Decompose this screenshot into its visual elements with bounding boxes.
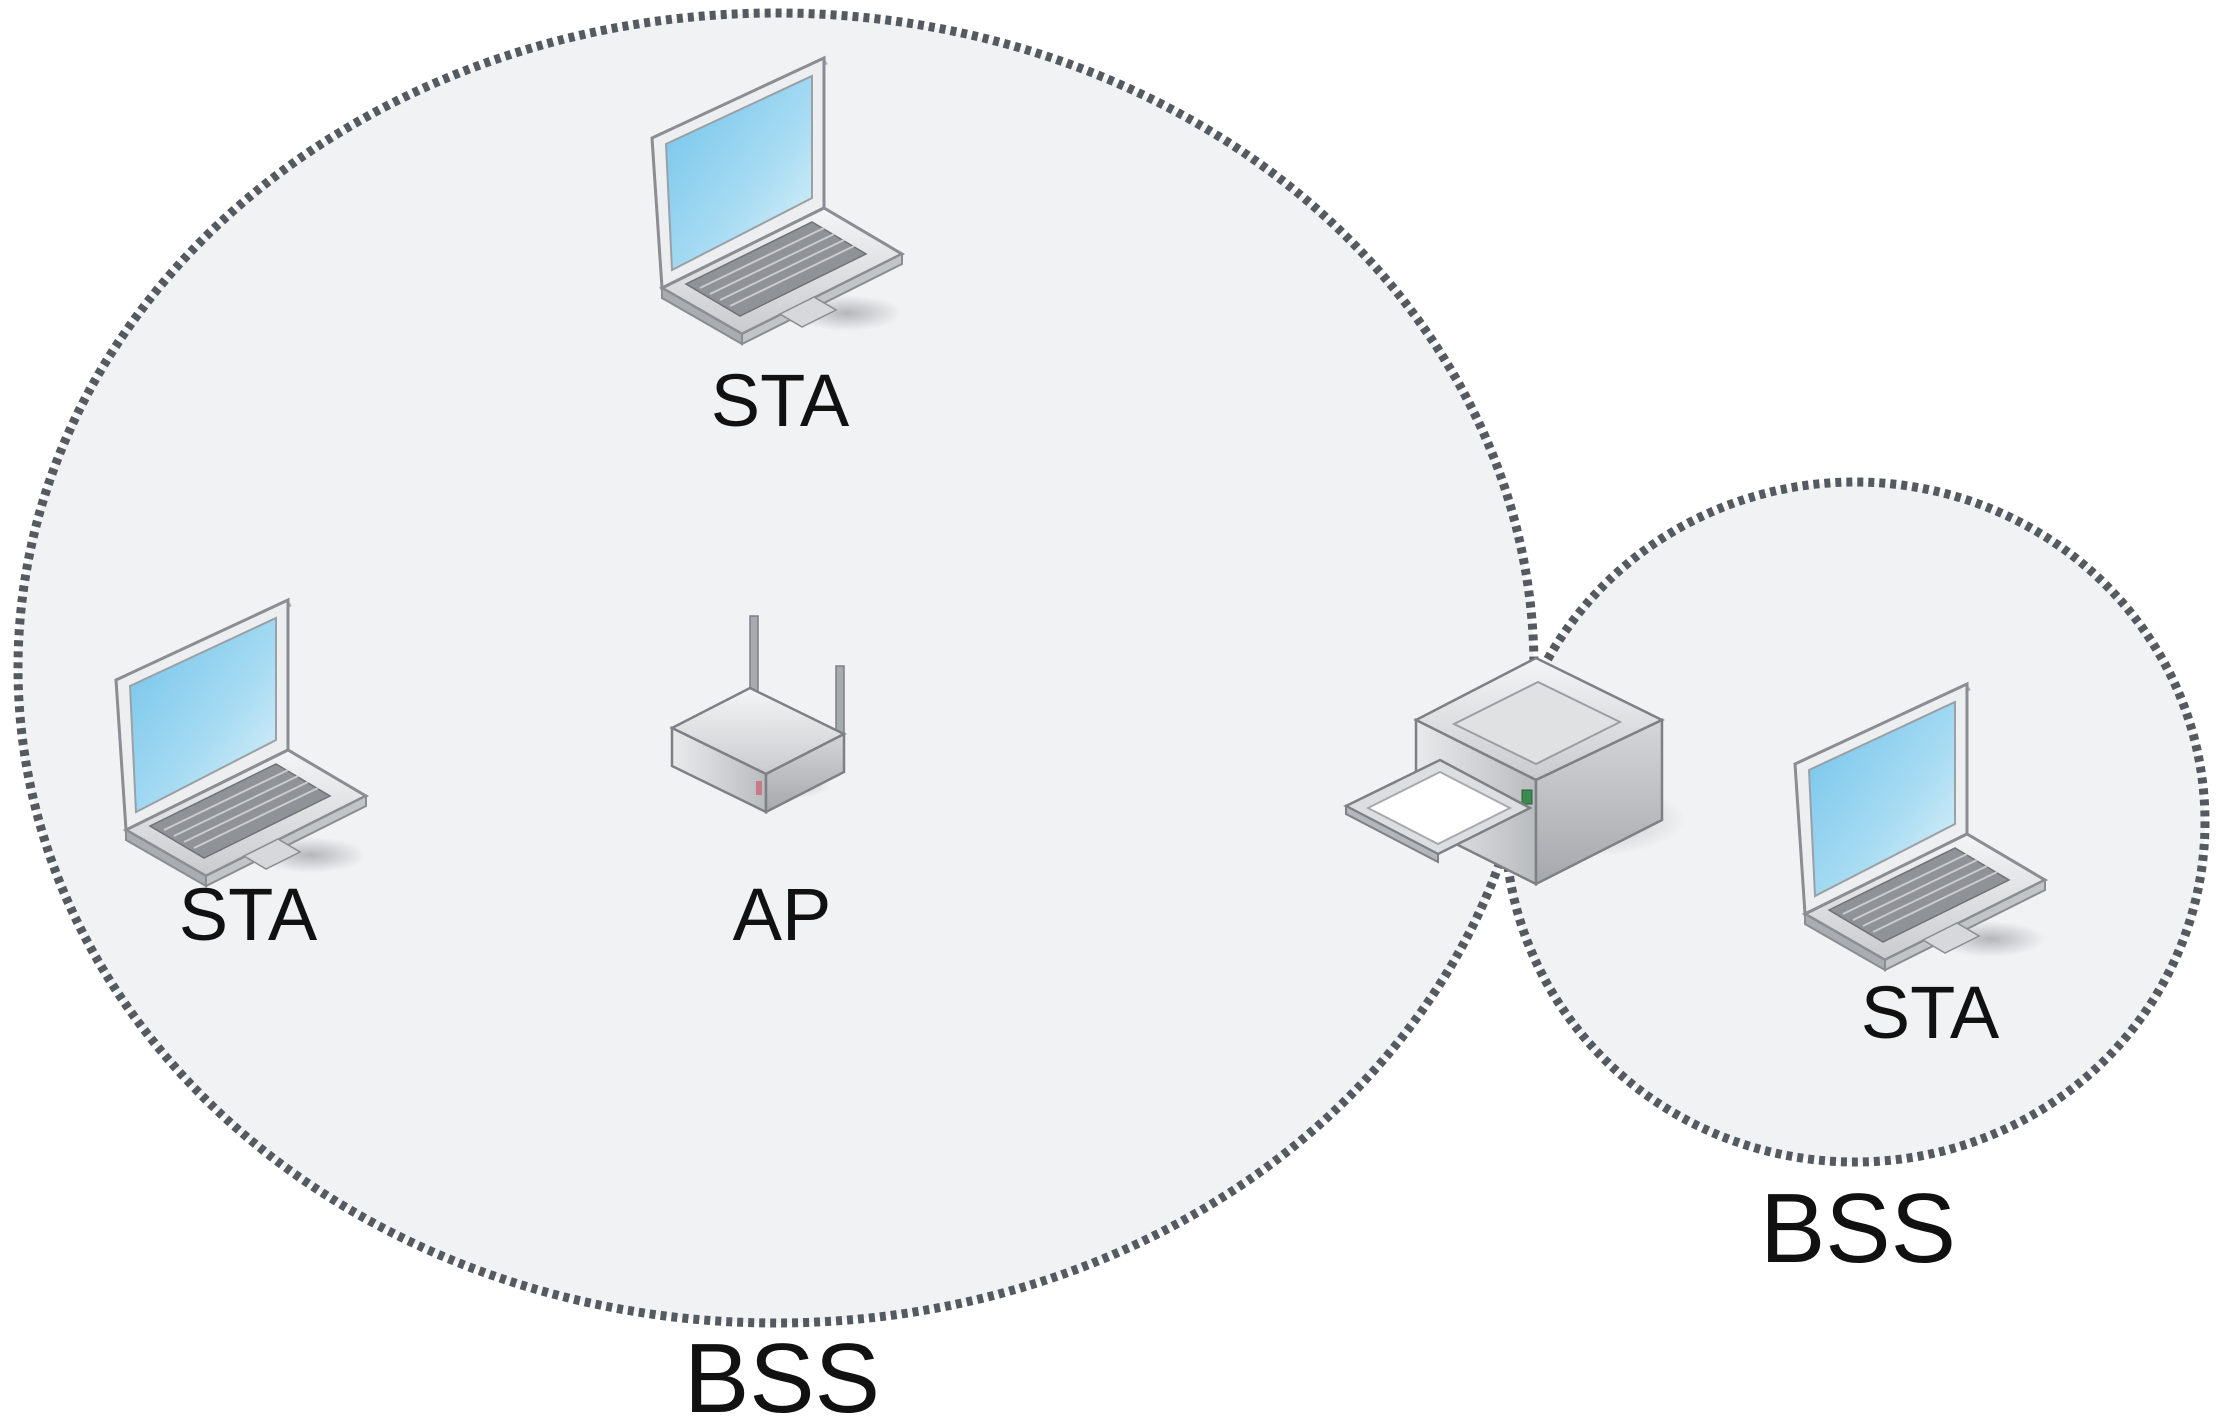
wireless-router-icon — [669, 615, 847, 815]
ap-label: AP — [733, 873, 832, 956]
sta-label: STA — [179, 873, 318, 956]
bss-label: BSS — [1760, 1173, 1956, 1283]
sta-label: STA — [711, 359, 850, 442]
bss-label: BSS — [684, 1323, 880, 1422]
printer-icon — [1343, 656, 1686, 887]
sta-label: STA — [1861, 971, 2000, 1054]
